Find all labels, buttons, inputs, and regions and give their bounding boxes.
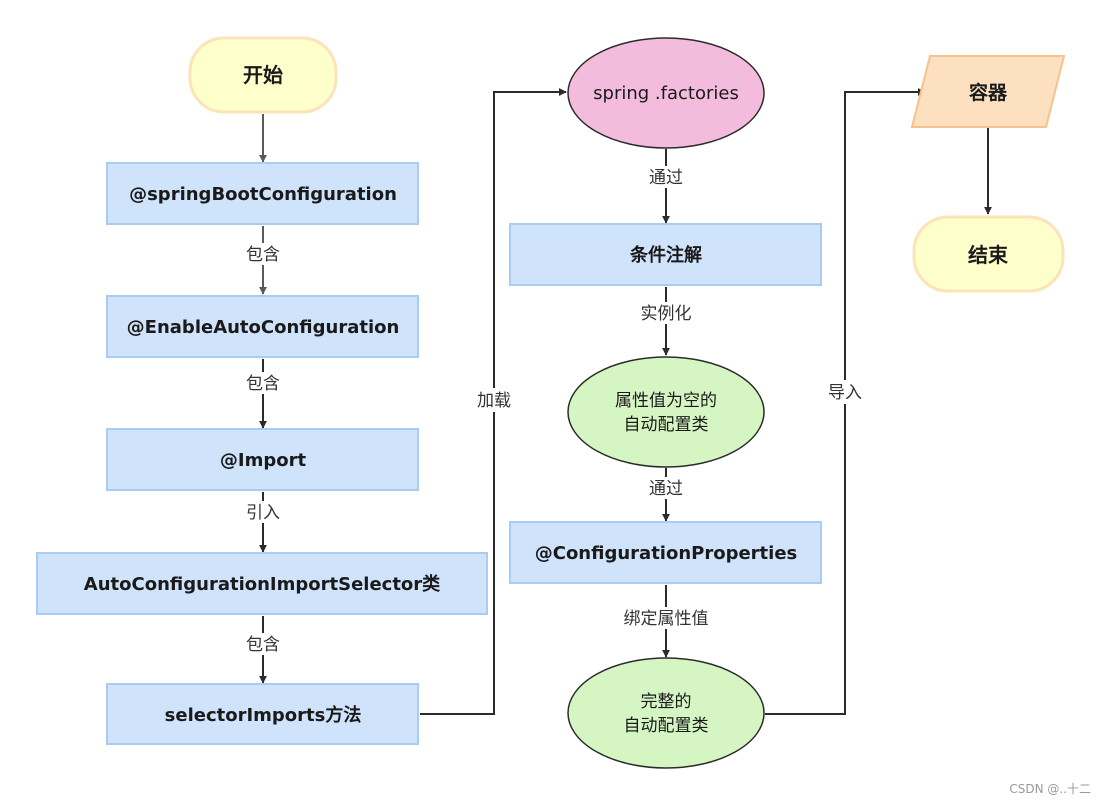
start-node: 开始 (188, 36, 338, 114)
container-node: 容器 (910, 55, 1066, 128)
selectorimports-node: selectorImports方法 (106, 683, 419, 745)
springbootconfiguration-label: @springBootConfiguration (129, 184, 397, 205)
configurationproperties-label: @ConfigurationProperties (535, 543, 798, 564)
selectorimports-label: selectorImports方法 (165, 704, 362, 726)
start-label: 开始 (243, 63, 283, 87)
springbootconfiguration-node: @springBootConfiguration (106, 162, 419, 225)
end-node: 结束 (912, 215, 1065, 293)
import-node: @Import (106, 428, 419, 491)
springfactories-label: spring .factories (593, 83, 739, 104)
conditional-annotation-label: 条件注解 (629, 244, 702, 266)
complete-config-line-1: 完整的 (641, 692, 692, 712)
empty-props-config-line-2: 自动配置类 (624, 415, 709, 435)
empty-props-config-line-1: 属性值为空的 (615, 391, 717, 411)
edge-label-loads: 加载 (477, 391, 511, 411)
watermark: CSDN @..十二 (1009, 782, 1091, 796)
end-label: 结束 (968, 243, 1009, 267)
edge-label-imports-into: 导入 (828, 383, 862, 403)
enableautoconfiguration-node: @EnableAutoConfiguration (106, 295, 419, 358)
edge-label-introduces: 引入 (246, 503, 280, 523)
container-label: 容器 (969, 81, 1008, 104)
edge-label-bind-props: 绑定属性值 (624, 609, 709, 629)
enableautoconfiguration-label: @EnableAutoConfiguration (127, 317, 400, 338)
importselector-label: AutoConfigurationImportSelector类 (84, 573, 441, 595)
complete-config-node: 完整的 自动配置类 (567, 657, 765, 769)
conditional-annotation-node: 条件注解 (509, 223, 822, 286)
import-label: @Import (220, 450, 307, 471)
edge-label-contains-2: 包含 (246, 374, 280, 394)
edge-label-via-1: 通过 (649, 168, 683, 188)
edge-label-via-2: 通过 (649, 479, 683, 499)
edge-label-instantiate: 实例化 (641, 304, 692, 324)
edge-label-contains-3: 包含 (246, 635, 280, 655)
configurationproperties-node: @ConfigurationProperties (509, 521, 822, 584)
springfactories-node: spring .factories (567, 37, 765, 149)
complete-config-line-2: 自动配置类 (624, 716, 709, 736)
importselector-node: AutoConfigurationImportSelector类 (36, 552, 488, 615)
edge-label-contains-1: 包含 (246, 245, 280, 265)
empty-props-config-node: 属性值为空的 自动配置类 (567, 356, 765, 468)
